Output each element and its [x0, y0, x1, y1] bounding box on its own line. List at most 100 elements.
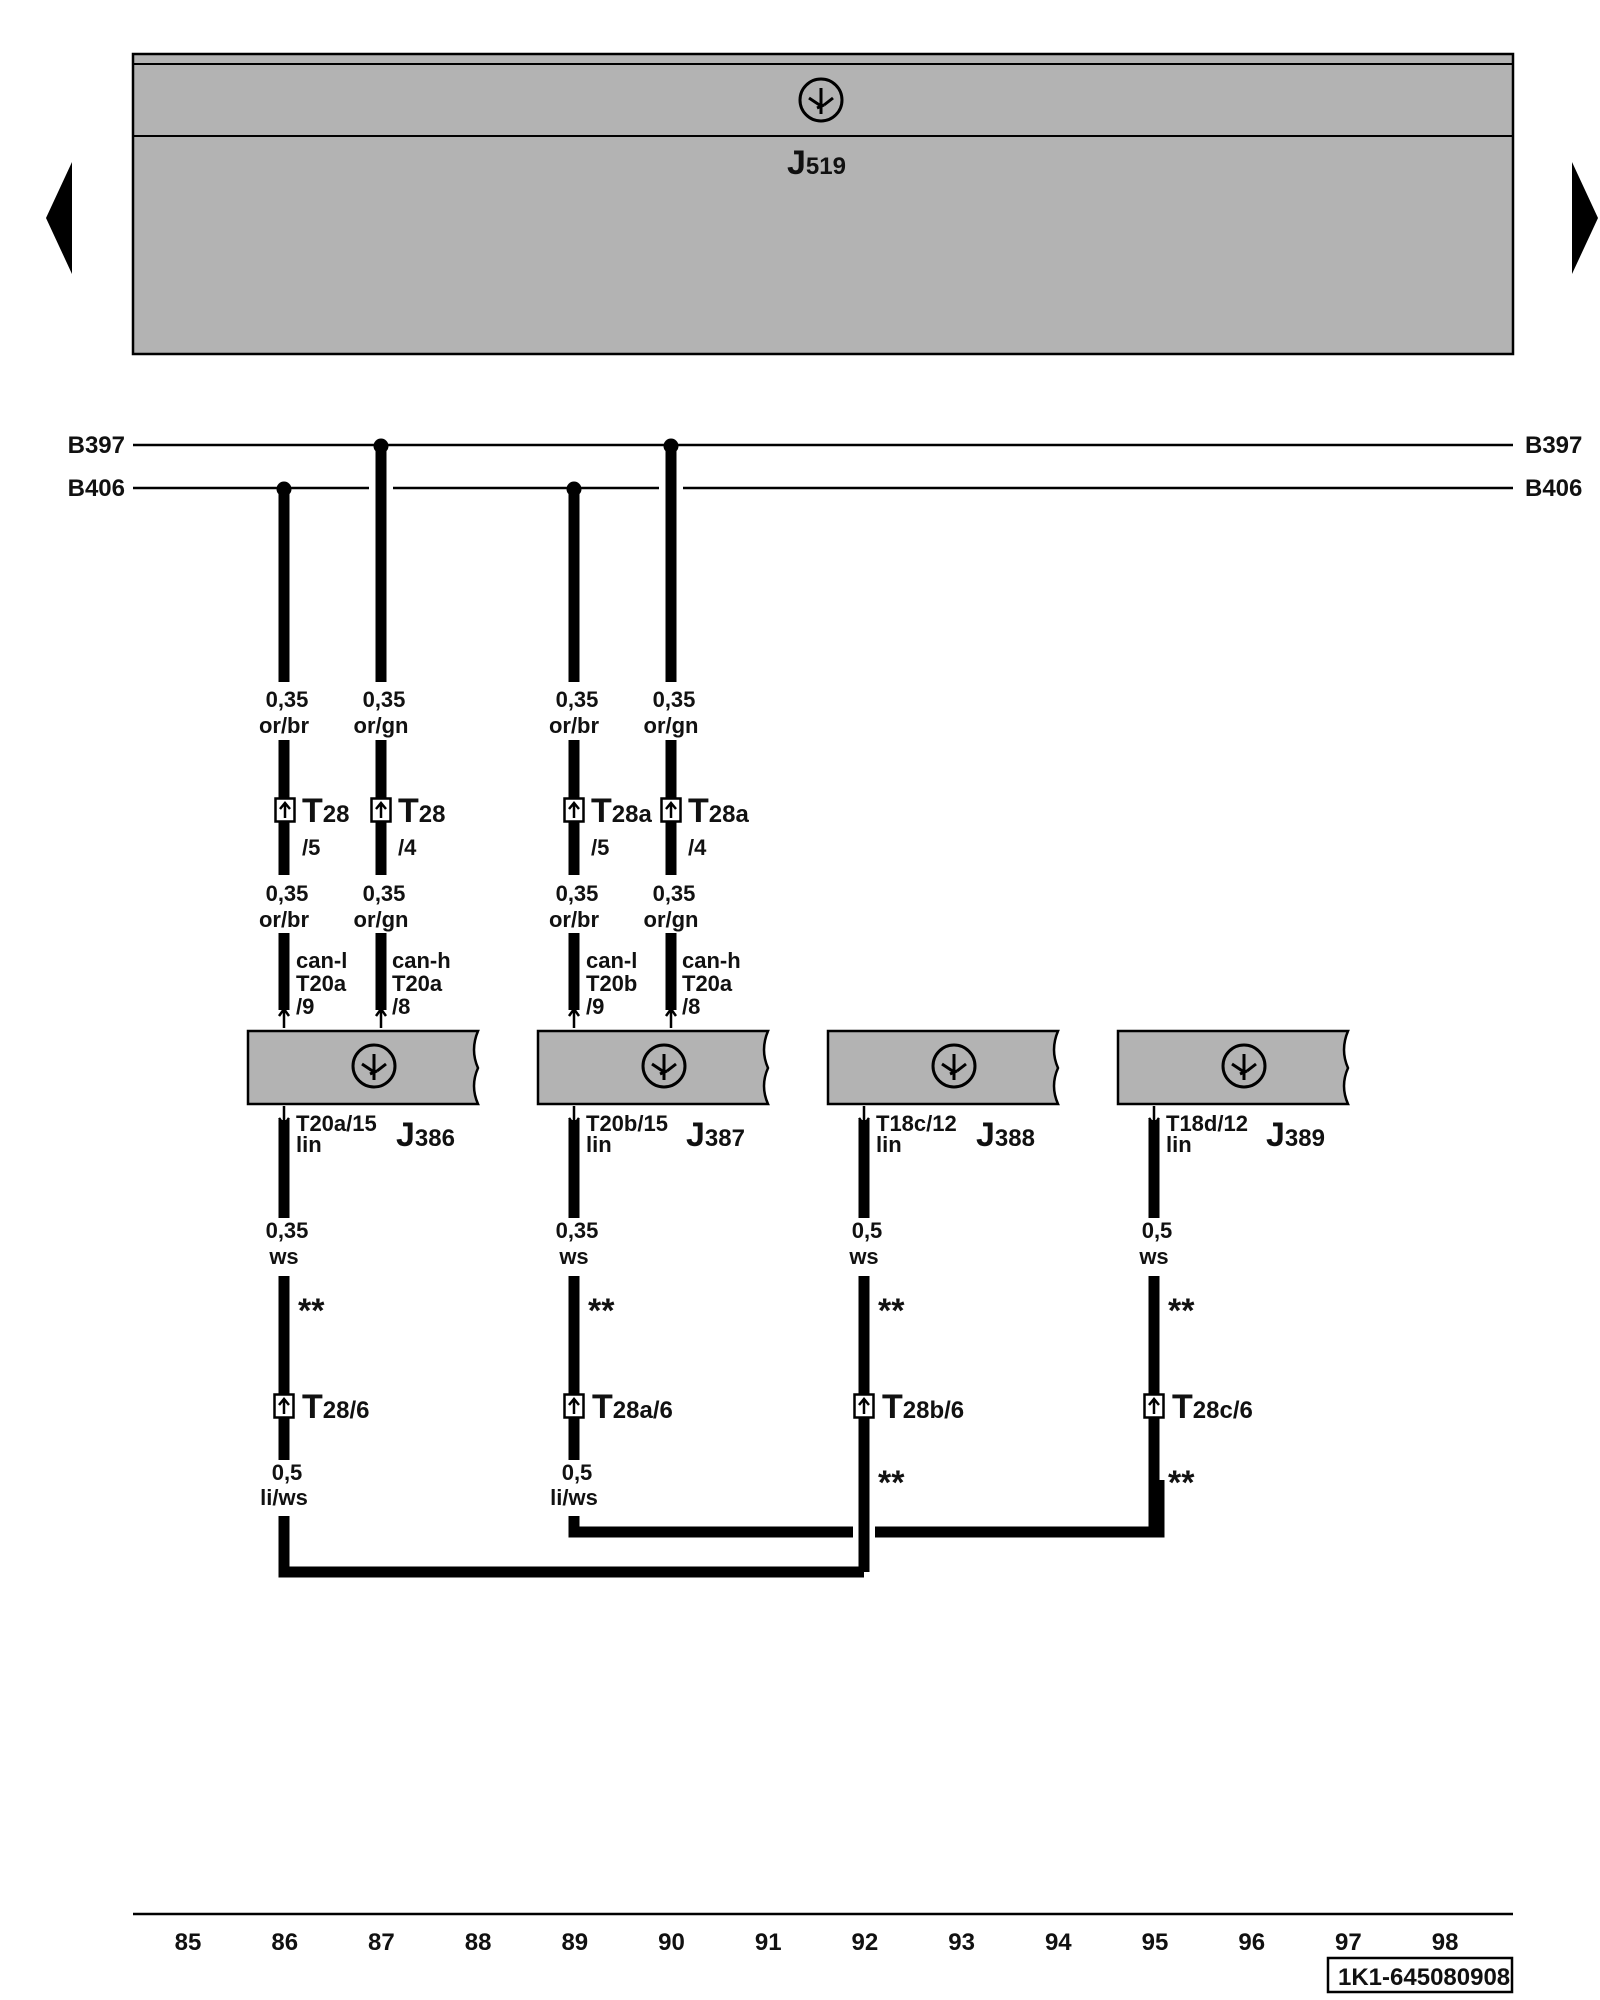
module-j388 — [826, 1029, 1060, 1106]
track-number: 98 — [1432, 1929, 1459, 1956]
svg-text:T18c/12: T18c/12 — [876, 1111, 957, 1136]
connector-label: T28/6 — [302, 1388, 370, 1426]
svg-text:can-h: can-h — [392, 948, 451, 973]
crossref-marker: ** — [588, 1292, 615, 1330]
bus-label-b406-left: B406 — [68, 475, 125, 502]
track-number: 92 — [852, 1929, 879, 1956]
connector-label: T28 — [398, 792, 445, 830]
svg-text:can-h: can-h — [682, 948, 741, 973]
connector-icon — [563, 1393, 585, 1419]
connector-label: T28c/6 — [1172, 1388, 1253, 1426]
svg-text:lin: lin — [296, 1132, 322, 1157]
arrow-left-icon[interactable] — [46, 162, 72, 274]
track-number: 97 — [1335, 1929, 1362, 1956]
svg-text:0,5: 0,5 — [1142, 1218, 1173, 1243]
svg-text:or/gn: or/gn — [354, 907, 409, 932]
track-number: 90 — [658, 1929, 685, 1956]
svg-text:/8: /8 — [392, 994, 410, 1019]
svg-text:or/gn: or/gn — [354, 713, 409, 738]
track-number: 89 — [561, 1929, 588, 1956]
connector-icon — [274, 797, 296, 823]
svg-text:ws: ws — [558, 1244, 588, 1269]
svg-text:0,35: 0,35 — [363, 881, 406, 906]
svg-text:or/br: or/br — [549, 907, 600, 932]
svg-text:/5: /5 — [591, 835, 609, 860]
track-number: 95 — [1142, 1929, 1169, 1956]
svg-text:0,35: 0,35 — [653, 881, 696, 906]
pin-arrows-down — [277, 1106, 1161, 1128]
svg-text:0,35: 0,35 — [556, 1218, 599, 1243]
svg-text:0,35: 0,35 — [556, 881, 599, 906]
svg-text:0,5: 0,5 — [272, 1460, 303, 1485]
track-number: 96 — [1238, 1929, 1265, 1956]
svg-text:T20b: T20b — [586, 971, 637, 996]
connector-label: T28 — [302, 792, 349, 830]
svg-text:T20b/15: T20b/15 — [586, 1111, 668, 1136]
track-number-bar: 85 86 87 88 89 90 91 92 93 94 95 96 97 98 — [133, 1912, 1513, 1956]
j387-lin: T20b/15 lin J387 0,35 ws ** T28a/6 0,5 l… — [550, 1111, 745, 1510]
track-number: 86 — [271, 1929, 298, 1956]
control-unit-j519: J519 — [131, 52, 1515, 356]
svg-text:can-l: can-l — [586, 948, 637, 973]
svg-text:T20a: T20a — [392, 971, 443, 996]
svg-text:can-l: can-l — [296, 948, 347, 973]
svg-text:0,35: 0,35 — [266, 1218, 309, 1243]
crossref-marker: ** — [298, 1292, 325, 1330]
module-j387 — [536, 1029, 770, 1106]
svg-text:or/br: or/br — [259, 907, 310, 932]
connector-label: T28a — [688, 792, 749, 830]
svg-text:ws: ws — [1138, 1244, 1168, 1269]
module-label-j386: J386 — [396, 1116, 455, 1154]
svg-text:/5: /5 — [302, 835, 320, 860]
svg-text:0,35: 0,35 — [363, 687, 406, 712]
module-label-j387: J387 — [686, 1116, 745, 1154]
svg-text:T20a/15: T20a/15 — [296, 1111, 377, 1136]
svg-text:/9: /9 — [586, 994, 604, 1019]
track-number: 91 — [755, 1929, 782, 1956]
connector-icon — [660, 797, 682, 823]
j387-can-h-wire: 0,35 or/gn T28a /4 0,35 or/gn can-h T20a… — [644, 687, 750, 1019]
arrow-right-icon[interactable] — [1572, 162, 1598, 274]
bus-label-b397-left: B397 — [68, 432, 125, 459]
svg-text:li/ws: li/ws — [550, 1485, 598, 1510]
module-label-j389: J389 — [1266, 1116, 1325, 1154]
bus-label-b406-right: B406 — [1525, 475, 1582, 502]
svg-text:/4: /4 — [398, 835, 417, 860]
svg-text:ws: ws — [268, 1244, 298, 1269]
svg-text:0,35: 0,35 — [266, 881, 309, 906]
control-unit-label: J519 — [787, 144, 846, 182]
track-number: 87 — [368, 1929, 395, 1956]
svg-text:T20a: T20a — [682, 971, 733, 996]
svg-text:0,5: 0,5 — [852, 1218, 883, 1243]
connector-icon — [563, 797, 585, 823]
j386-can-l-wire: 0,35 or/br T28 /5 0,35 or/br can-l T20a … — [259, 687, 354, 1019]
svg-text:or/br: or/br — [259, 713, 310, 738]
j387-can-l-wire: 0,35 or/br T28a /5 0,35 or/br can-l T20b… — [549, 687, 653, 1019]
diagram-code-box: 1K1-645080908 — [1326, 1956, 1514, 1994]
svg-text:lin: lin — [1166, 1132, 1192, 1157]
module-j389 — [1116, 1029, 1350, 1106]
track-number: 94 — [1045, 1929, 1072, 1956]
bus-label-b397-right: B397 — [1525, 432, 1582, 459]
svg-text:T18d/12: T18d/12 — [1166, 1111, 1248, 1136]
j388-lin: T18c/12 lin J388 0,5 ws ** T28b/6 ** — [848, 1111, 1035, 1502]
svg-text:lin: lin — [876, 1132, 902, 1157]
svg-text:/8: /8 — [682, 994, 700, 1019]
connector-icon — [853, 1393, 875, 1419]
crossref-marker: ** — [1168, 1292, 1195, 1330]
track-number: 85 — [175, 1929, 202, 1956]
track-number: 88 — [465, 1929, 492, 1956]
svg-text:or/br: or/br — [549, 713, 600, 738]
connector-icon — [370, 797, 392, 823]
svg-text:ws: ws — [848, 1244, 878, 1269]
track-number: 93 — [948, 1929, 975, 1956]
diagram-code: 1K1-645080908 — [1338, 1964, 1510, 1991]
svg-text:T20a: T20a — [296, 971, 347, 996]
svg-text:/9: /9 — [296, 994, 314, 1019]
crossref-marker: ** — [1168, 1464, 1195, 1502]
connector-label: T28a/6 — [592, 1388, 673, 1426]
j386-can-h-wire: 0,35 or/gn T28 /4 0,35 or/gn can-h T20a … — [354, 687, 459, 1019]
connector-icon — [273, 1393, 295, 1419]
crossref-marker: ** — [878, 1464, 905, 1502]
